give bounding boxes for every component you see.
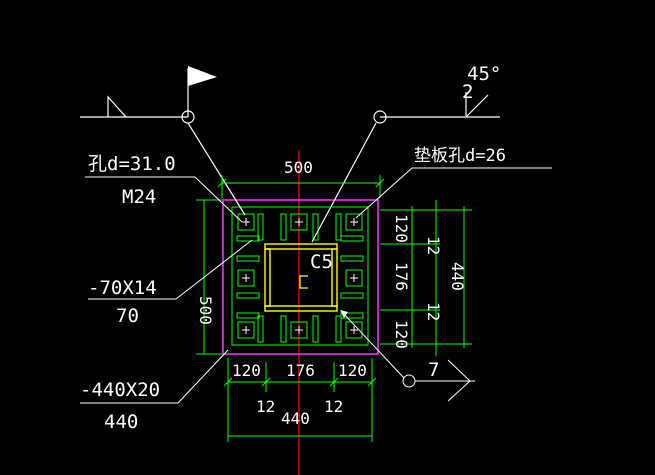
rib-strip <box>312 213 319 241</box>
dim-bottom-120-left: 120 <box>232 361 261 380</box>
rib-strip <box>280 315 287 343</box>
stiffener-size-label: -70X14 <box>88 277 157 299</box>
section-symbol <box>299 275 308 289</box>
leader-hole <box>85 176 243 223</box>
bolt-holes <box>236 213 364 343</box>
weld-symbol-left <box>80 68 246 216</box>
plate-length-label: 440 <box>104 411 138 433</box>
bolt-hole-ml <box>237 269 255 287</box>
stiffener-right <box>331 248 338 307</box>
leader-washer <box>355 167 552 219</box>
rib-strip <box>236 312 260 319</box>
bolt-hole-mr <box>345 269 363 287</box>
stiffener-length-label: 70 <box>116 305 139 327</box>
rib-strip <box>257 315 264 343</box>
dim-bottom-12-right: 12 <box>324 397 343 416</box>
rib-strip <box>236 292 260 299</box>
dim-top-500: 500 <box>284 158 313 177</box>
washer-hole-label: 垫板孔d=26 <box>414 146 506 166</box>
dim-right-176: 176 <box>392 262 411 291</box>
bolt-crosses <box>242 218 358 334</box>
arrow-icon <box>340 310 348 318</box>
rib-strip <box>257 213 264 241</box>
rib-strip <box>335 315 342 343</box>
dim-left-500: 500 <box>196 296 215 325</box>
weld-size-label: 2 <box>462 81 473 103</box>
rib-strip <box>340 235 364 242</box>
dim-right-12-bot: 12 <box>424 302 443 321</box>
dim-top <box>217 175 385 198</box>
bolt-size-label: M24 <box>122 186 156 208</box>
base-plate-outline <box>222 199 379 355</box>
bolt-hole-bl <box>237 321 255 339</box>
section-label: C5 <box>310 251 333 273</box>
dim-right <box>380 200 472 356</box>
bolt-hole-tc <box>290 213 308 231</box>
weld-right-label: 7 <box>428 359 439 381</box>
dim-right-440: 440 <box>448 262 467 291</box>
dim-left <box>196 199 222 355</box>
dim-bottom-12-left: 12 <box>256 397 275 416</box>
dim-right-120-top: 120 <box>392 214 411 243</box>
bolt-hole-tr <box>345 213 363 231</box>
rib-strip <box>340 255 364 262</box>
rib-strip <box>335 213 342 241</box>
rib-strip <box>312 315 319 343</box>
leader-plate <box>80 349 229 404</box>
rib-strip <box>340 292 364 299</box>
rib-strip <box>236 235 260 242</box>
hole-diameter-label: 孔d=31.0 <box>88 153 176 175</box>
stiffener-bottom <box>264 305 338 312</box>
stiffener-group <box>264 243 338 312</box>
rib-strip <box>280 213 287 241</box>
rib-strip <box>340 312 364 319</box>
stiffener-left <box>264 248 271 307</box>
dim-bottom-176: 176 <box>286 361 315 380</box>
dim-bottom <box>223 358 377 442</box>
leader-stiffener <box>88 239 253 300</box>
rib-strip <box>236 255 260 262</box>
dim-right-12-top: 12 <box>424 236 443 255</box>
dim-bottom-120-right: 120 <box>338 361 367 380</box>
bolt-hole-br <box>345 321 363 339</box>
bolt-hole-tl <box>237 213 255 231</box>
bolt-hole-bc <box>290 321 308 339</box>
dim-right-120-bot: 120 <box>392 320 411 349</box>
flag-icon <box>188 66 217 86</box>
leader-weld-right <box>342 312 475 402</box>
stiffener-top <box>264 243 338 250</box>
inner-plate-outline <box>231 206 369 346</box>
dim-bottom-440: 440 <box>281 409 310 428</box>
weld-angle-label: 45° <box>467 63 501 85</box>
plate-size-label: -440X20 <box>80 379 160 401</box>
